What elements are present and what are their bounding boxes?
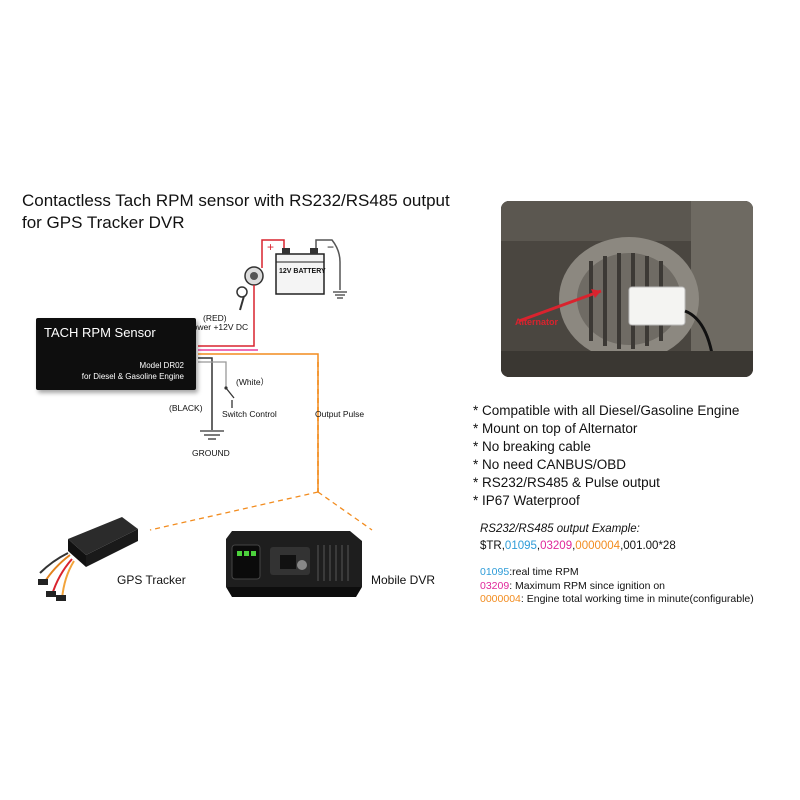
ground-icon <box>200 430 224 440</box>
sensor-description: Model DR02 for Diesel & Gasoline Engine <box>82 360 184 382</box>
tach-rpm-sensor-box: TACH RPM Sensor Model DR02 for Diesel & … <box>36 318 196 390</box>
example-prefix: $TR, <box>480 540 505 552</box>
legend-code: 01095 <box>480 566 510 578</box>
white-wire-label: (White） <box>236 377 270 387</box>
example-sep: , <box>572 540 576 552</box>
gps-tracker-icon <box>38 517 138 601</box>
battery-positive-wire <box>261 239 285 268</box>
leader-gps <box>149 491 319 531</box>
features-list: * Compatible with all Diesel/Gasoline En… <box>473 402 739 510</box>
diagram-title: Contactless Tach RPM sensor with RS232/R… <box>22 190 450 234</box>
mobile-dvr-label: Mobile DVR <box>371 573 436 587</box>
sensor-name: TACH RPM Sensor <box>44 325 156 340</box>
alternator-photo: Alternator <box>501 201 753 377</box>
legend-item-max-rpm: 03209: Maximum RPM since ignition on <box>480 580 754 594</box>
legend-code: 0000004 <box>480 593 521 605</box>
feature-item: * No need CANBUS/OBD <box>473 457 627 472</box>
power-wire <box>198 285 255 347</box>
output-example-title: RS232/RS485 output Example: <box>480 523 640 535</box>
ground-label: GROUND <box>192 448 230 458</box>
feature-item: * IP67 Waterproof <box>473 493 580 508</box>
sensor-usage: for Diesel & Gasoline Engine <box>81 372 184 381</box>
output-example-string: $TR,01095,03209,0000004,001.00*28 <box>480 540 676 552</box>
output-pulse-wire <box>198 353 319 492</box>
leader-dvr <box>317 491 373 531</box>
sensor-model: Model DR02 <box>139 361 184 370</box>
mobile-dvr-icon <box>226 531 362 597</box>
example-max-rpm: 03209 <box>540 540 573 552</box>
ignition-key-icon <box>236 266 264 311</box>
feature-item: * Mount on top of Alternator <box>473 421 638 436</box>
feature-item: * RS232/RS485 & Pulse output <box>473 475 660 490</box>
legend-code: 03209 <box>480 579 510 592</box>
legend-text: : Engine total working time in minute(co… <box>520 593 754 605</box>
power-label: Power +12V DC <box>187 322 249 332</box>
battery-icon <box>275 248 325 295</box>
black-wire <box>198 357 213 430</box>
gps-tracker-label: GPS Tracker <box>117 573 186 587</box>
switch-control-label: Switch Control <box>222 409 277 419</box>
battery-label: 12V BATTERY <box>279 268 326 275</box>
alternator-callout: Alternator <box>515 317 559 327</box>
switch-icon <box>224 386 235 408</box>
battery-negative-wire <box>315 239 341 290</box>
white-wire <box>198 361 227 388</box>
example-work-time: 0000004 <box>575 540 621 552</box>
legend-item-work-time: 0000004: Engine total working time in mi… <box>480 593 754 607</box>
title-line-1: Contactless Tach RPM sensor with RS232/R… <box>22 191 450 210</box>
title-line-2: for GPS Tracker DVR <box>22 213 185 232</box>
example-rpm: 01095 <box>504 540 537 552</box>
battery-minus-sign: − <box>327 240 335 254</box>
legend-text: : Maximum RPM since ignition on <box>509 579 666 592</box>
alternator-illustration <box>501 201 753 377</box>
example-suffix: ,001.00*28 <box>620 540 676 552</box>
red-wire-label: (RED) <box>203 313 227 323</box>
legend-item-rpm: 01095:real time RPM <box>480 566 754 580</box>
output-legend: 01095:real time RPM 03209: Maximum RPM s… <box>480 566 754 607</box>
battery-plus-sign: + <box>267 240 275 254</box>
black-wire-label: (BLACK) <box>169 403 203 413</box>
feature-item: * No breaking cable <box>473 439 591 454</box>
legend-text: :real time RPM <box>509 566 579 578</box>
feature-item: * Compatible with all Diesel/Gasoline En… <box>473 403 740 418</box>
example-sep: , <box>536 540 541 552</box>
output-pulse-label: Output Pulse <box>315 409 365 419</box>
battery-ground-icon <box>333 291 347 299</box>
